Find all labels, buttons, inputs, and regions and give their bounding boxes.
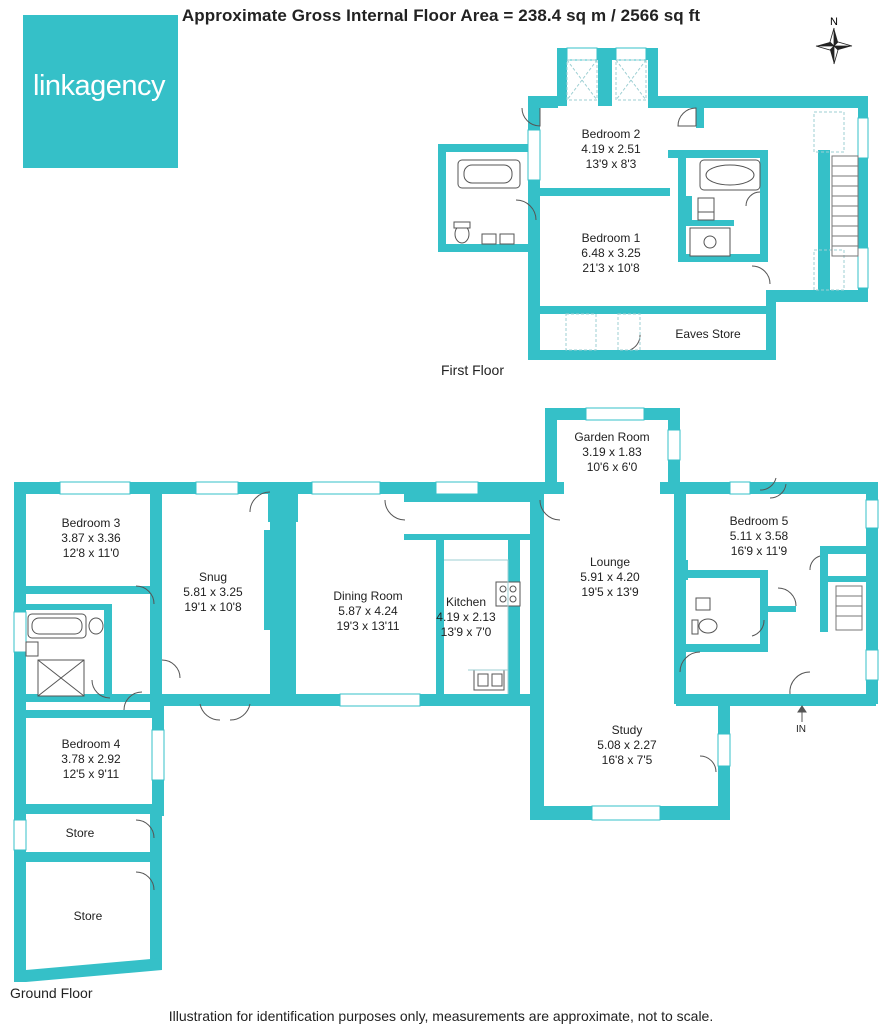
entrance-label: IN	[796, 724, 806, 735]
compass-north-label: N	[830, 16, 838, 28]
toilet-icon	[698, 618, 718, 634]
room-store-2: Store	[73, 909, 103, 923]
entrance-arrow-icon	[797, 705, 807, 722]
disclaimer: Illustration for identification purposes…	[168, 1008, 714, 1024]
compass-icon: N	[815, 16, 853, 65]
basin-icon	[481, 233, 497, 245]
basin-icon	[697, 197, 715, 213]
ground-floor-label: Ground Floor	[10, 985, 93, 1001]
logo-text: linkagency	[33, 70, 166, 102]
basin-icon	[695, 597, 711, 611]
first-floor-label: First Floor	[441, 362, 504, 378]
agency-logo: linkagency	[23, 15, 178, 168]
floor-area-title: Approximate Gross Internal Floor Area = …	[181, 6, 701, 25]
toilet-icon	[88, 617, 104, 635]
room-store-1: Store	[65, 826, 95, 840]
room-eaves-store: Eaves Store	[675, 327, 741, 341]
basin-icon	[25, 641, 39, 657]
